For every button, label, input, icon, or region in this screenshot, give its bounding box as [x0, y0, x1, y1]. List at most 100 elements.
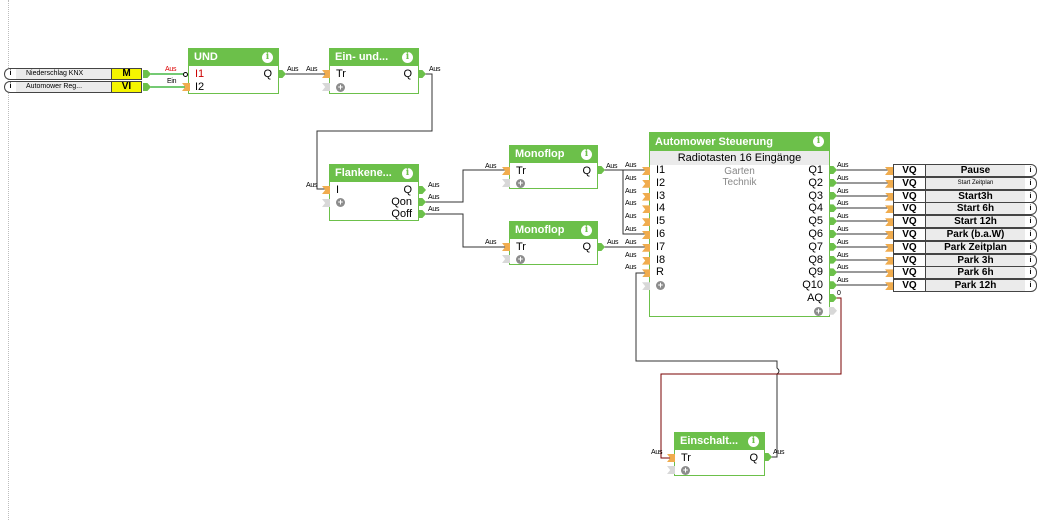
input-automower[interactable]: i Automower Reg... VI: [4, 81, 142, 93]
input-port[interactable]: [885, 282, 893, 291]
block-flanken[interactable]: Flankene...i I Q Qon Qoff +: [329, 164, 419, 221]
add-input-icon[interactable]: +: [656, 280, 665, 290]
info-icon[interactable]: i: [748, 436, 759, 447]
input-port[interactable]: [642, 179, 650, 188]
input-port[interactable]: [885, 243, 893, 252]
port-q3: Q3: [808, 189, 823, 202]
output-port[interactable]: [829, 166, 837, 174]
port-qon: Qon: [391, 196, 412, 208]
input-port[interactable]: [502, 167, 510, 175]
input-port[interactable]: [642, 256, 650, 265]
output-port[interactable]: [829, 268, 837, 277]
input-port-empty[interactable]: [322, 199, 330, 207]
output-port[interactable]: [829, 294, 837, 302]
input-port[interactable]: [885, 231, 893, 239]
info-icon[interactable]: i: [1025, 228, 1037, 241]
info-icon[interactable]: i: [1025, 176, 1037, 190]
input-port[interactable]: [885, 218, 893, 227]
input-port[interactable]: [885, 167, 893, 175]
block-einschalt[interactable]: Einschalt...i Tr Q +: [674, 432, 765, 476]
output-port[interactable]: [829, 255, 837, 264]
output-port[interactable]: [143, 83, 151, 91]
input-port[interactable]: [642, 269, 650, 278]
info-icon[interactable]: i: [1025, 240, 1037, 254]
output-port[interactable]: [829, 217, 837, 226]
input-port[interactable]: [502, 243, 510, 251]
output-port[interactable]: [829, 178, 837, 187]
input-port-empty[interactable]: [322, 83, 330, 91]
output-port[interactable]: [829, 230, 837, 238]
input-port[interactable]: [182, 83, 190, 91]
input-port[interactable]: [667, 454, 675, 462]
info-icon[interactable]: i: [262, 52, 273, 63]
add-input-icon[interactable]: +: [516, 254, 525, 264]
output-port[interactable]: [597, 166, 605, 174]
info-icon[interactable]: i: [402, 52, 413, 63]
info-icon[interactable]: i: [1025, 164, 1037, 177]
add-input-icon[interactable]: +: [336, 197, 345, 207]
input-port-empty[interactable]: [502, 255, 510, 263]
input-port[interactable]: [885, 192, 893, 201]
add-input-icon[interactable]: +: [516, 178, 525, 188]
input-port[interactable]: [642, 231, 650, 239]
input-port[interactable]: [642, 205, 650, 214]
output-port[interactable]: [597, 243, 605, 251]
block-ein-und[interactable]: Ein- und...i Tr Q +: [329, 48, 419, 94]
input-port-empty[interactable]: [667, 466, 675, 474]
input-port[interactable]: [642, 243, 650, 252]
input-port[interactable]: [885, 205, 893, 214]
output-port[interactable]: [418, 210, 426, 218]
output-port[interactable]: [829, 191, 837, 200]
input-port[interactable]: [322, 186, 330, 194]
input-port[interactable]: [322, 70, 330, 78]
info-icon[interactable]: i: [581, 149, 592, 160]
add-input-icon[interactable]: +: [336, 82, 345, 92]
info-icon[interactable]: i: [4, 68, 16, 80]
add-input-icon[interactable]: +: [681, 465, 690, 475]
info-icon[interactable]: i: [1025, 253, 1037, 267]
info-icon[interactable]: i: [402, 168, 413, 179]
info-icon[interactable]: i: [4, 81, 16, 93]
input-port[interactable]: [642, 218, 650, 227]
input-port[interactable]: [642, 192, 650, 201]
output-port[interactable]: [764, 453, 772, 461]
info-icon[interactable]: i: [813, 136, 824, 147]
output-port[interactable]: [829, 281, 837, 290]
output-port[interactable]: [418, 198, 426, 206]
output-port[interactable]: [829, 242, 837, 251]
add-output-icon[interactable]: +: [814, 306, 823, 316]
info-icon[interactable]: i: [1025, 266, 1037, 280]
input-port-empty[interactable]: [502, 179, 510, 187]
info-icon[interactable]: i: [1025, 279, 1037, 293]
input-port[interactable]: [885, 269, 893, 278]
output-port[interactable]: [418, 70, 426, 78]
input-port[interactable]: [885, 256, 893, 265]
input-port-empty[interactable]: [642, 282, 650, 291]
output-port-empty[interactable]: [829, 306, 837, 315]
input-niederschlag[interactable]: i Niederschlag KNX M: [4, 68, 142, 80]
input-port[interactable]: [642, 167, 650, 175]
info-icon[interactable]: i: [1025, 215, 1037, 229]
output-port[interactable]: [143, 70, 151, 78]
info-icon[interactable]: i: [1025, 202, 1037, 216]
output-port[interactable]: [829, 204, 837, 213]
info-icon[interactable]: i: [581, 225, 592, 236]
input-port[interactable]: [885, 179, 893, 188]
output-port[interactable]: [278, 70, 286, 78]
info-icon[interactable]: i: [1025, 189, 1037, 203]
output-port[interactable]: [418, 186, 426, 194]
